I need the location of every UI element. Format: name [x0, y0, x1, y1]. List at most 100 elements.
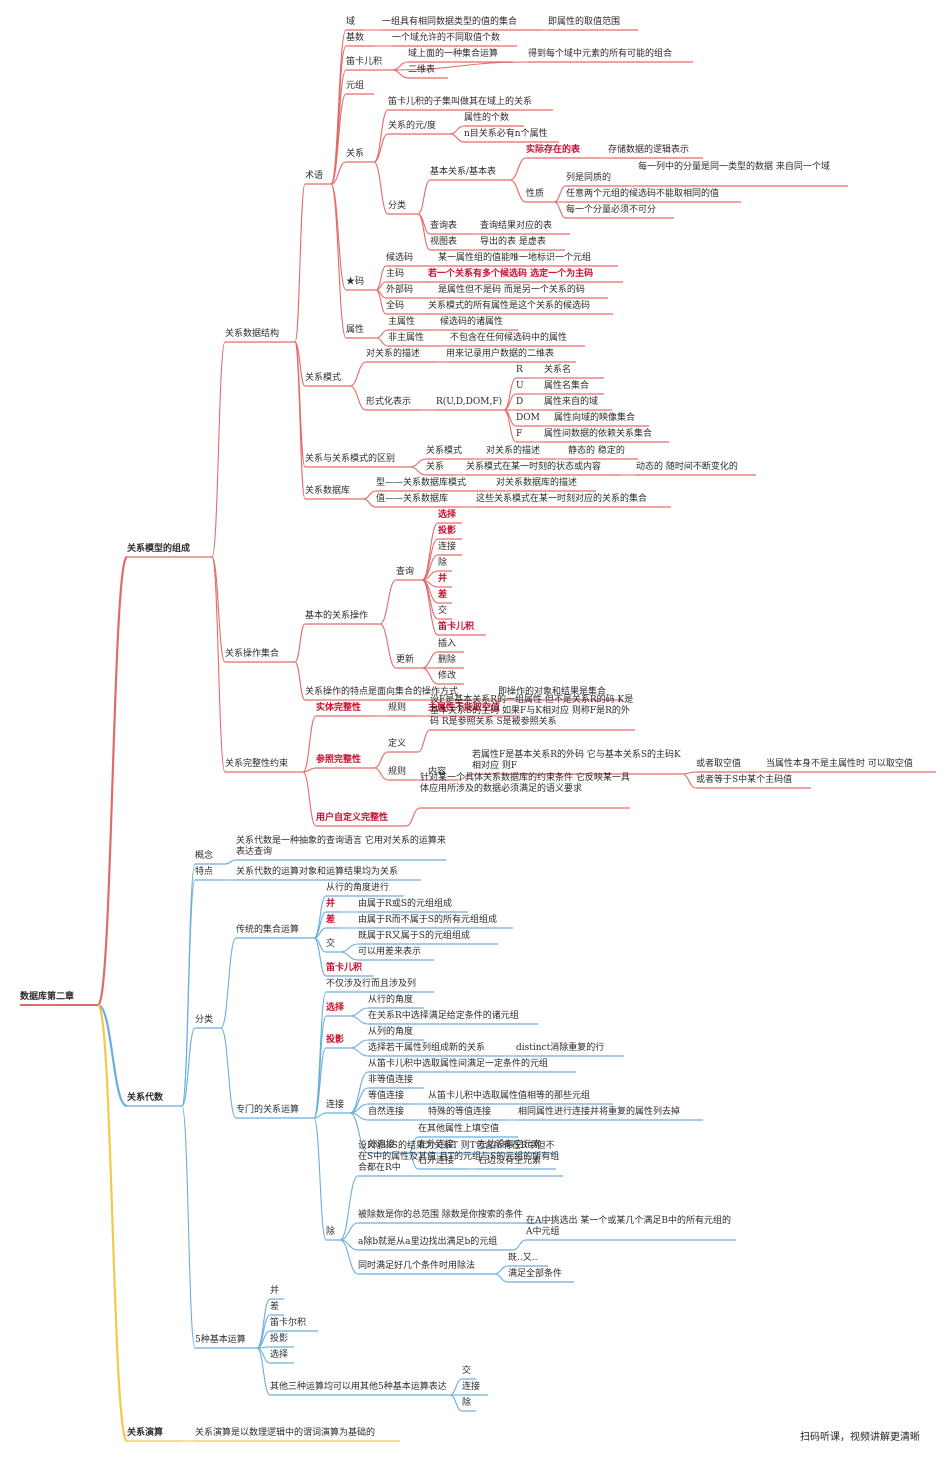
- node-f2[interactable]: 差: [270, 1302, 280, 1312]
- node-c1a[interactable]: 规则: [388, 703, 407, 713]
- node-k1e[interactable]: 笛卡儿积: [326, 963, 363, 973]
- node-k2d1[interactable]: 非等值连接: [368, 1075, 414, 1085]
- node-k2e2[interactable]: 被除数是你的总范围 除数是你搜索的条件: [358, 1210, 523, 1220]
- node-u1[interactable]: 域: [346, 17, 356, 27]
- node-f6[interactable]: 其他三种运算均可以用其他5种基本运算表达: [270, 1382, 447, 1392]
- node-f6a[interactable]: 交: [462, 1366, 472, 1376]
- node-d2a[interactable]: 关系模式在某一时刻的状态或内容: [466, 462, 602, 472]
- node-d1a[interactable]: 对关系的描述: [486, 446, 541, 456]
- node-c3[interactable]: 用户自定义完整性: [316, 813, 389, 823]
- node-k1b1[interactable]: 由属于R或S的元组组成: [358, 899, 452, 909]
- node-d1b[interactable]: 静态的 稳定的: [568, 446, 625, 456]
- node-m6[interactable]: DOM: [516, 413, 540, 423]
- node-u5c[interactable]: 分类: [388, 201, 407, 211]
- node-s3[interactable]: 关系完整性约束: [225, 759, 289, 769]
- node-u5c1b1a[interactable]: 每一列中的分量是同一类型的数据 来自同一个域: [638, 162, 830, 172]
- node-a2a[interactable]: 关系代数的运算对象和运算结果均为关系: [236, 867, 399, 877]
- node-b2[interactable]: 关系代数: [127, 1093, 164, 1103]
- node-u6b[interactable]: 主码: [386, 269, 405, 279]
- node-u5c1[interactable]: 基本关系/基本表: [430, 167, 497, 177]
- node-root[interactable]: 数据库第二章: [20, 992, 75, 1002]
- node-k2d4a[interactable]: 在其他属性上填空值: [418, 1124, 500, 1134]
- node-k1d1[interactable]: 既属于R又属于S的元组组成: [358, 931, 470, 941]
- node-u1b[interactable]: 即属性的取值范围: [548, 17, 621, 27]
- node-u5b[interactable]: 关系的元/度: [388, 121, 437, 131]
- node-k1c1[interactable]: 由属于R而不属于S的所有元组组成: [358, 915, 497, 925]
- node-k2e4b[interactable]: 满足全部条件: [508, 1269, 563, 1279]
- node-u3b[interactable]: 得到每个域中元素的所有可能的组合: [528, 49, 673, 59]
- node-c2b1[interactable]: 内容: [428, 767, 447, 777]
- node-m5a[interactable]: 属性来自的域: [544, 397, 599, 407]
- node-m4a[interactable]: 属性名集合: [544, 381, 590, 391]
- node-m5[interactable]: D: [516, 397, 524, 407]
- node-o1a7[interactable]: 交: [438, 606, 448, 616]
- node-u7b1[interactable]: 不包含在任何候选码中的属性: [450, 333, 568, 343]
- node-o1[interactable]: 基本的关系操作: [305, 611, 369, 621]
- node-k1b[interactable]: 并: [326, 899, 336, 909]
- node-k2e[interactable]: 除: [326, 1227, 336, 1237]
- node-a4[interactable]: 5种基本运算: [195, 1335, 246, 1345]
- node-k2d4[interactable]: 外连接: [368, 1140, 396, 1150]
- node-m2a[interactable]: R(U,D,DOM,F): [436, 397, 503, 407]
- node-c2b1a[interactable]: 若属性F是基本关系R的外码 它与基本关系S的主码K相对应 则F: [472, 750, 681, 771]
- node-k2e3a[interactable]: 在A中挑选出 某一个或某几个满足B中的所有元组的 A中元组: [526, 1216, 731, 1237]
- node-u3[interactable]: 笛卡儿积: [346, 57, 383, 67]
- node-c2a1[interactable]: 设F是基本关系R的一组属性 但不是关系R的码 K是基本关系S的主码 如果F与K相…: [430, 695, 634, 727]
- node-c2b1a1[interactable]: 或者取空值: [696, 759, 742, 769]
- node-r2[interactable]: 值——关系数据库: [376, 494, 449, 504]
- node-o2a[interactable]: 即操作的对象和结果是集合: [498, 687, 607, 697]
- node-m1[interactable]: 对关系的描述: [366, 349, 421, 359]
- node-k2d0[interactable]: 从笛卡儿积中选取属性间满足一定条件的元组: [368, 1059, 549, 1069]
- node-t2[interactable]: 关系模式: [305, 373, 342, 383]
- node-u6c1[interactable]: 是属性但不是码 而是另一个关系的码: [438, 285, 585, 295]
- node-c1[interactable]: 实体完整性: [316, 703, 362, 713]
- node-o1a5[interactable]: 并: [438, 574, 448, 584]
- node-a1[interactable]: 概念: [195, 851, 214, 861]
- node-u7a1[interactable]: 候选码的诸属性: [440, 317, 504, 327]
- node-k2c1[interactable]: 从列的角度: [368, 1027, 414, 1037]
- node-c2b1a1x[interactable]: 当属性本身不是主属性时 可以取空值: [766, 759, 913, 769]
- node-r1a[interactable]: 对关系数据库的描述: [496, 478, 578, 488]
- node-c1a1[interactable]: 主属性不能取空值: [428, 703, 501, 713]
- node-b1[interactable]: 关系模型的组成: [127, 544, 191, 554]
- node-s2[interactable]: 关系操作集合: [225, 649, 280, 659]
- node-r2a[interactable]: 这些关系模式在某一时刻对应的关系的集合: [476, 494, 648, 504]
- node-u2a[interactable]: 一个域允许的不同取值个数: [392, 33, 501, 43]
- node-k2d2a[interactable]: 从笛卡儿积中选取属性值相等的那些元组: [428, 1091, 591, 1101]
- node-k2d3b[interactable]: 相同属性进行连接并将重复的属性列去掉: [518, 1107, 681, 1117]
- node-t4[interactable]: 关系数据库: [305, 486, 351, 496]
- node-m6a[interactable]: 属性向域的映像集合: [554, 413, 636, 423]
- node-k2e4[interactable]: 同时满足好几个条件时用除法: [358, 1261, 476, 1271]
- node-u4[interactable]: 元组: [346, 81, 365, 91]
- node-u5c2[interactable]: 查询表: [430, 221, 458, 231]
- node-u1a[interactable]: 一组具有相同数据类型的值的集合: [382, 17, 518, 27]
- node-o1b[interactable]: 更新: [396, 655, 415, 665]
- node-u5b2[interactable]: n目关系必有n个属性: [464, 129, 548, 139]
- node-u7a[interactable]: 主属性: [388, 317, 416, 327]
- node-u5c1b1[interactable]: 列是同质的: [566, 173, 612, 183]
- node-m3a[interactable]: 关系名: [544, 365, 572, 375]
- node-o1a6[interactable]: 差: [438, 590, 448, 600]
- node-o1a1[interactable]: 选择: [438, 510, 457, 520]
- node-u5c2a[interactable]: 查询结果对应的表: [480, 221, 553, 231]
- node-d2b[interactable]: 动态的 随时间不断变化的: [636, 462, 738, 472]
- node-u5c3a[interactable]: 导出的表 是虚表: [480, 237, 546, 247]
- node-u6c[interactable]: 外部码: [386, 285, 414, 295]
- node-u7b[interactable]: 非主属性: [388, 333, 425, 343]
- node-k1c[interactable]: 差: [326, 915, 336, 925]
- node-t1[interactable]: 术语: [305, 171, 324, 181]
- node-u5c1a1[interactable]: 存储数据的逻辑表示: [608, 145, 690, 155]
- node-f4[interactable]: 投影: [270, 1334, 289, 1344]
- node-u2[interactable]: 基数: [346, 33, 365, 43]
- node-m7[interactable]: F: [516, 429, 523, 439]
- node-e1[interactable]: 关系演算是以数理逻辑中的谓词演算为基础的: [195, 1428, 376, 1438]
- node-u5a[interactable]: 笛卡儿积的子集叫做其在域上的关系: [388, 97, 533, 107]
- node-u6[interactable]: ★码: [346, 277, 365, 287]
- node-s1[interactable]: 关系数据结构: [225, 329, 280, 339]
- node-o1a8[interactable]: 笛卡儿积: [438, 622, 475, 632]
- node-c2b[interactable]: 规则: [388, 767, 407, 777]
- node-u3a[interactable]: 域上面的一种集合运算: [408, 49, 499, 59]
- node-r1[interactable]: 型——关系数据库模式: [376, 478, 467, 488]
- node-m7a[interactable]: 属性间数据的依赖关系集合: [544, 429, 653, 439]
- node-d1[interactable]: 关系模式: [426, 446, 463, 456]
